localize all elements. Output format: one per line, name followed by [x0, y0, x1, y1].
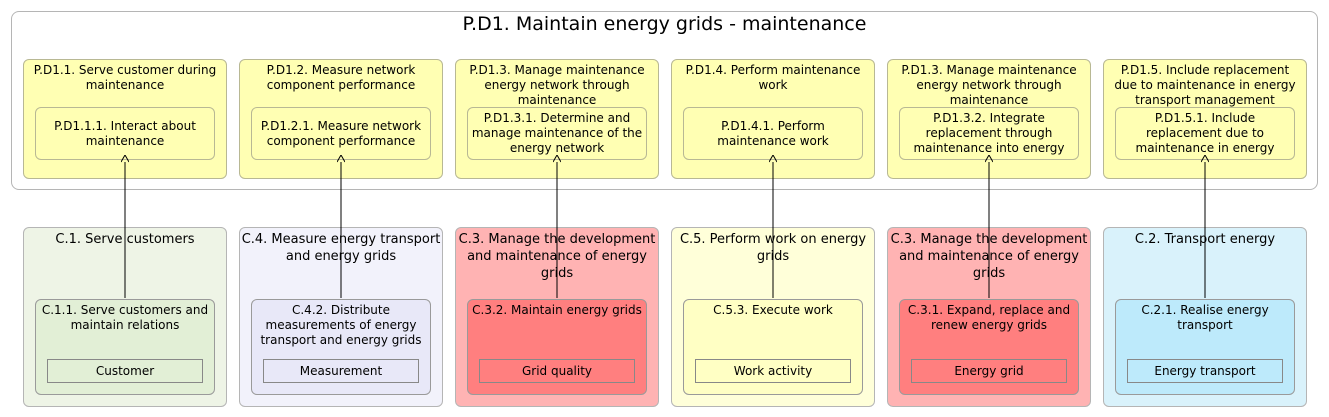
- business-object-6[interactable]: Energy transport: [1127, 359, 1283, 383]
- process-group-container: [11, 11, 1318, 190]
- process-title-3: P.D1.3. Manage maintenance energy networ…: [469, 63, 645, 107]
- subprocess-box-6[interactable]: P.D1.5.1. Include replacement due to mai…: [1115, 107, 1295, 160]
- process-title-6: P.D1.5. Include replacement due to maint…: [1114, 63, 1296, 107]
- process-title-2: P.D1.2. Measure network component perfor…: [266, 63, 416, 92]
- business-object-5[interactable]: Energy grid: [911, 359, 1067, 383]
- subprocess-box-4[interactable]: P.D1.4.1. Perform maintenance work: [683, 107, 863, 160]
- sub-capability-label-6: C.2.1. Realise energy transport: [1141, 303, 1269, 332]
- sub-capability-label-2: C.4.2. Distribute measurements of energy…: [260, 303, 422, 347]
- subprocess-box-3[interactable]: P.D1.3.1. Determine and manage maintenan…: [467, 107, 647, 160]
- business-object-3[interactable]: Grid quality: [479, 359, 635, 383]
- process-title-4: P.D1.4. Perform maintenance work: [685, 63, 861, 92]
- subprocess-box-2[interactable]: P.D1.2.1. Measure network component perf…: [251, 107, 431, 160]
- business-object-4[interactable]: Work activity: [695, 359, 851, 383]
- subprocess-box-5[interactable]: P.D1.3.2. Integrate replacement through …: [899, 107, 1079, 160]
- business-object-2[interactable]: Measurement: [263, 359, 419, 383]
- sub-capability-label-3: C.3.2. Maintain energy grids: [472, 303, 642, 317]
- process-title-5: P.D1.3. Manage maintenance energy networ…: [901, 63, 1077, 107]
- diagram-title: P.D1. Maintain energy grids - maintenanc…: [462, 13, 867, 35]
- sub-capability-label-5: C.3.1. Expand, replace and renew energy …: [907, 303, 1071, 332]
- process-title-1: P.D1.1. Serve customer during maintenanc…: [33, 63, 217, 92]
- business-object-1[interactable]: Customer: [47, 359, 203, 383]
- sub-capability-label-1: C.1.1. Serve customers and maintain rela…: [41, 303, 209, 332]
- sub-capability-label-4: C.5.3. Execute work: [713, 303, 833, 317]
